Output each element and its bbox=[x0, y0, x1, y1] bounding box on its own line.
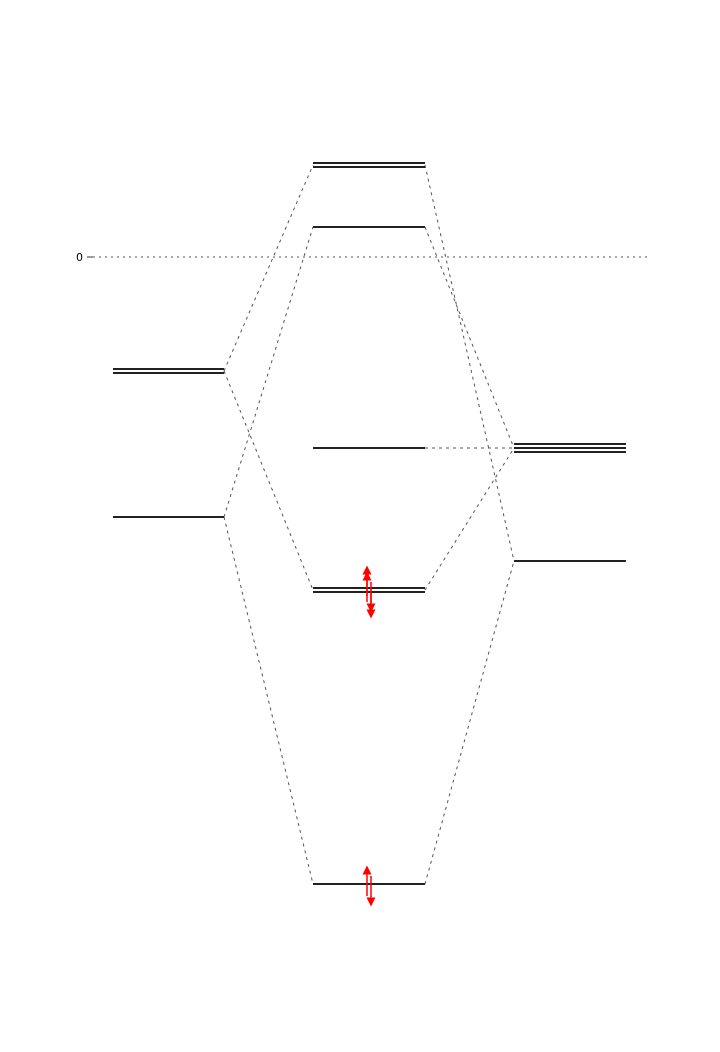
correlation-line-left-upper-mo-1 bbox=[223, 164, 314, 372]
correlation-line-mo-2-right-upper bbox=[424, 226, 515, 449]
correlation-line-left-lower-mo-2 bbox=[223, 226, 314, 518]
energy-levels bbox=[113, 162, 626, 885]
energy-level-mo-4 bbox=[313, 587, 425, 593]
correlation-line-mo-4-right-upper bbox=[424, 447, 515, 591]
zero-energy-reference: 0 bbox=[76, 251, 650, 264]
zero-label: 0 bbox=[76, 251, 83, 264]
correlation-line-left-lower-mo-5 bbox=[223, 516, 314, 885]
correlation-line-left-upper-mo-4 bbox=[223, 370, 314, 591]
correlation-line-mo-1-right-lower bbox=[424, 164, 515, 562]
correlation-line-mo-5-right-lower bbox=[424, 560, 515, 885]
electrons bbox=[362, 565, 376, 907]
energy-level-left-upper bbox=[113, 368, 224, 374]
energy-level-right-upper bbox=[514, 443, 626, 453]
correlation-lines bbox=[223, 164, 515, 885]
energy-level-mo-1 bbox=[313, 162, 425, 168]
